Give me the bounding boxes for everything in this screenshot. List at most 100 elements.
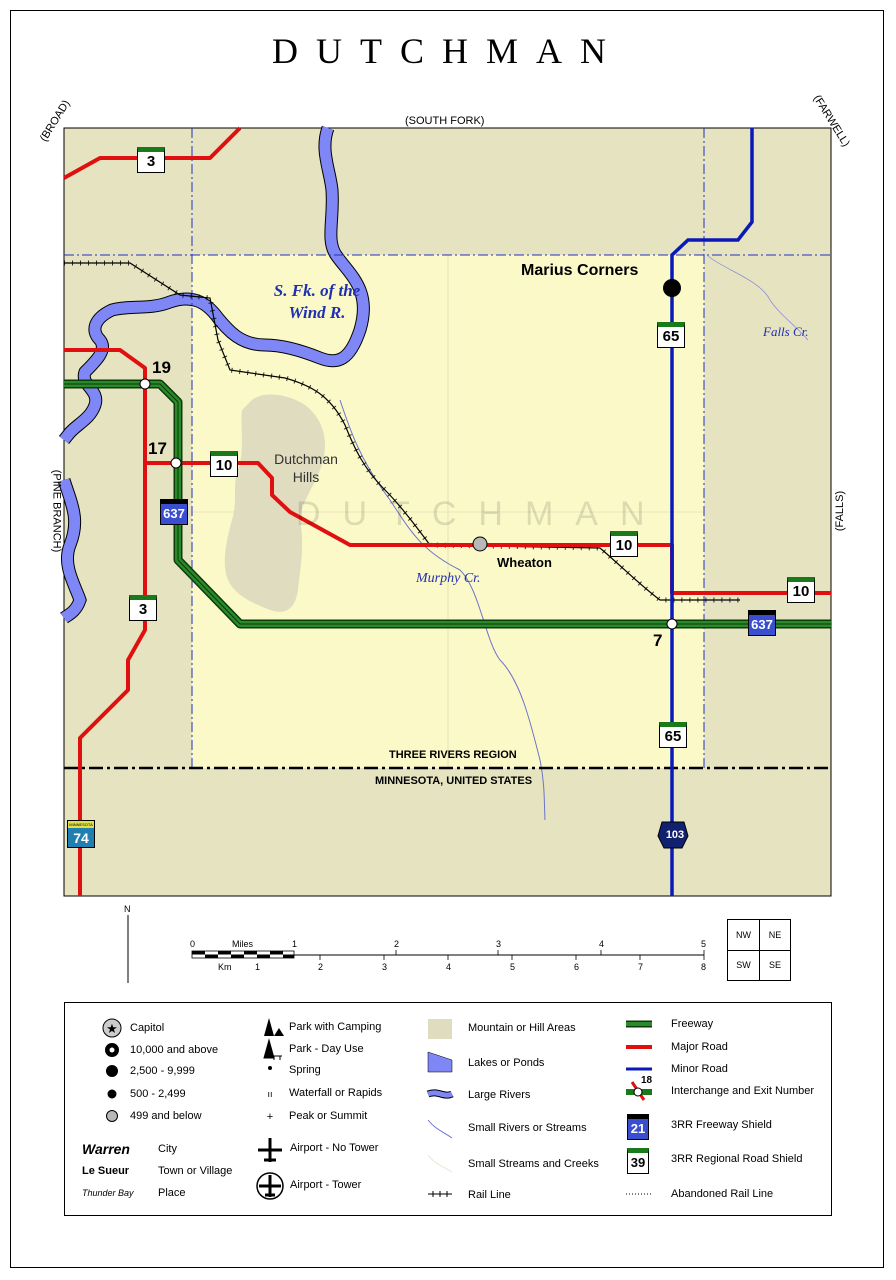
legend-park-camping-icon (264, 1018, 284, 1036)
legend-capitol: Capitol (130, 1022, 165, 1034)
legend-interchange-number: 18 (641, 1075, 653, 1086)
county-boundary (64, 128, 831, 768)
compass-sw: SW (728, 950, 760, 981)
neighbor-west: (PINE BRANCH) (50, 469, 63, 553)
legend-mountain-icon (428, 1019, 452, 1039)
compass-se: SE (768, 960, 781, 970)
miles-tick: 0 (190, 939, 196, 949)
falls-creek (707, 255, 809, 341)
legend-park-day-icon (263, 1038, 282, 1060)
legend-large-rivers: Large Rivers (468, 1089, 531, 1101)
mn-74-tag: MINNESOTA (68, 821, 94, 828)
legend-airport-tower: Airport - Tower (290, 1179, 362, 1191)
legend-499-icon (106, 1110, 118, 1122)
legend-regional-shield: 3RR Regional Road Shield (671, 1153, 803, 1165)
marius-corners-label: Marius Corners (521, 262, 639, 279)
wind-river-label: S. Fk. of the Wind R. (273, 281, 361, 322)
legend-waterfall-icon: ıı (267, 1089, 272, 1099)
legend-spring: Spring (289, 1064, 321, 1076)
miles-label: Miles (232, 939, 254, 949)
legend-small-streams-icon (427, 1154, 453, 1173)
svg-text:★: ★ (106, 1022, 118, 1037)
legend-town-example: Le Sueur (82, 1165, 130, 1177)
legend-waterfall: Waterfall or Rapids (289, 1087, 383, 1099)
north-label: N (124, 904, 131, 914)
legend-peak-icon: + (267, 1111, 273, 1123)
km-tick: 7 (638, 962, 644, 972)
neighbor-east: (FALLS) (834, 490, 847, 532)
miles-tick: 5 (701, 939, 707, 949)
legend-interchange: Interchange and Exit Number (671, 1085, 815, 1097)
miles-tick: 1 (292, 939, 298, 949)
exit-19: 19 (152, 358, 171, 377)
region-north-label: THREE RIVERS REGION (389, 749, 517, 761)
murphy-creek-label: Murphy Cr. (416, 571, 481, 586)
county-watermark: DUTCHMAN (296, 495, 667, 533)
minor-road (670, 128, 754, 896)
scale-bar (191, 950, 705, 960)
page-frame (10, 10, 884, 1268)
county-103-shield (657, 821, 689, 849)
legend-airport-no-tower-icon (258, 1138, 282, 1162)
legend-freeway-shield: 3RR Freeway Shield (671, 1119, 772, 1131)
legend-small-streams: Small Streams and Creeks (468, 1158, 599, 1170)
legend-place-example: Thunder Bay (82, 1188, 134, 1198)
regional-shield-3: 3 (137, 147, 165, 173)
legend-major-road: Major Road (671, 1041, 728, 1053)
km-tick: 2 (318, 962, 324, 972)
legend-airport-no-tower: Airport - No Tower (290, 1142, 379, 1154)
interchange-17 (170, 457, 182, 469)
legend (64, 1002, 832, 1216)
legend-city-example: Warren (82, 1141, 130, 1157)
legend-symbols: ★ ıı + (102, 1018, 652, 1200)
freeway-shield-637: 637 (748, 610, 776, 636)
exit-17: 17 (148, 439, 167, 458)
legend-pop-500: 500 - 2,499 (130, 1088, 186, 1100)
mn-74-shield: MINNESOTA 74 (67, 820, 95, 848)
regional-shield-10: 10 (787, 577, 815, 603)
km-label: Km (218, 962, 232, 972)
km-tick: 1 (255, 962, 261, 972)
map-title: DUTCHMAN (271, 31, 624, 71)
dutchman-hills-area (224, 394, 325, 612)
region-south-label: MINNESOTA, UNITED STATES (375, 775, 533, 787)
regional-shield-65: 65 (659, 722, 687, 748)
legend-city: City (158, 1143, 177, 1155)
county-103-number: 103 (665, 829, 685, 841)
legend-lakes: Lakes or Ponds (468, 1057, 545, 1069)
legend-capitol-icon (102, 1018, 122, 1038)
compass-ne: NE (759, 920, 791, 951)
legend-minor-road: Minor Road (671, 1063, 728, 1075)
legend-small-rivers: Small Rivers or Streams (468, 1122, 587, 1134)
legend-2500-icon (106, 1065, 118, 1077)
miles-tick: 4 (599, 939, 605, 949)
km-tick: 4 (446, 962, 452, 972)
legend-town: Town or Village (158, 1165, 233, 1177)
legend-freeway-shield-icon: 21 (627, 1114, 649, 1140)
miles-tick: 3 (496, 939, 502, 949)
marius-corners-dot (663, 279, 681, 297)
dutchman-hills-label: Dutchman Hills (274, 451, 338, 485)
legend-freeway: Freeway (671, 1018, 714, 1030)
legend-park-camping: Park with Camping (289, 1021, 382, 1033)
legend-airport-tower-icon (256, 1172, 284, 1200)
regional-shield-3: 3 (129, 595, 157, 621)
legend-pop-10000: 10,000 and above (130, 1044, 219, 1056)
legend-abandoned-rail: Abandoned Rail Line (671, 1188, 774, 1200)
legend-mountain: Mountain or Hill Areas (468, 1022, 576, 1034)
legend-place: Place (158, 1187, 186, 1199)
freeway-shield-637: 637 (160, 499, 188, 525)
legend-rail: Rail Line (468, 1189, 511, 1201)
adjacent-map-index: NW NE SW SE (727, 919, 791, 981)
legend-spring-icon (268, 1066, 272, 1070)
regional-shield-10: 10 (210, 451, 238, 477)
km-tick: 6 (574, 962, 580, 972)
legend-lakes-icon (427, 1051, 453, 1073)
legend-500-icon (107, 1089, 117, 1099)
wheaton-label: Wheaton (497, 555, 552, 570)
km-tick: 8 (701, 962, 707, 972)
compass-nw: NW (728, 920, 760, 951)
km-tick: 3 (382, 962, 388, 972)
miles-tick: 2 (394, 939, 400, 949)
